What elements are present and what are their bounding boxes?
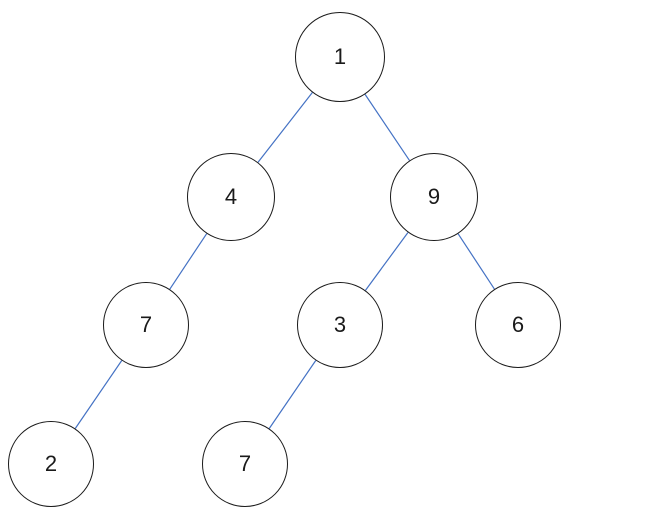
tree-node-n8[interactable]: 7 <box>202 421 288 507</box>
tree-node-n6[interactable]: 6 <box>475 282 561 368</box>
tree-edge-3-to-7 <box>268 360 317 429</box>
tree-node-label: 7 <box>139 312 153 337</box>
tree-node-n1[interactable]: 1 <box>295 12 385 102</box>
tree-node-n5[interactable]: 3 <box>297 282 383 368</box>
tree-node-label: 1 <box>333 44 347 69</box>
tree-node-label: 7 <box>238 451 252 476</box>
tree-edge-1-to-4 <box>257 92 313 163</box>
tree-node-n2[interactable]: 4 <box>187 153 275 241</box>
tree-node-label: 4 <box>224 184 238 209</box>
tree-node-n3[interactable]: 9 <box>390 153 478 241</box>
tree-edge-4-to-7 <box>169 233 208 290</box>
tree-node-label: 6 <box>511 312 525 337</box>
tree-node-n7[interactable]: 2 <box>8 421 94 507</box>
tree-node-label: 2 <box>44 451 58 476</box>
tree-node-n4[interactable]: 7 <box>103 282 189 368</box>
tree-edge-1-to-9 <box>364 94 410 161</box>
tree-node-label: 9 <box>427 184 441 209</box>
tree-edge-9-to-3 <box>364 232 409 291</box>
tree-edge-7-to-2 <box>74 360 123 429</box>
tree-edge-9-to-6 <box>457 233 495 290</box>
tree-node-label: 3 <box>333 312 347 337</box>
